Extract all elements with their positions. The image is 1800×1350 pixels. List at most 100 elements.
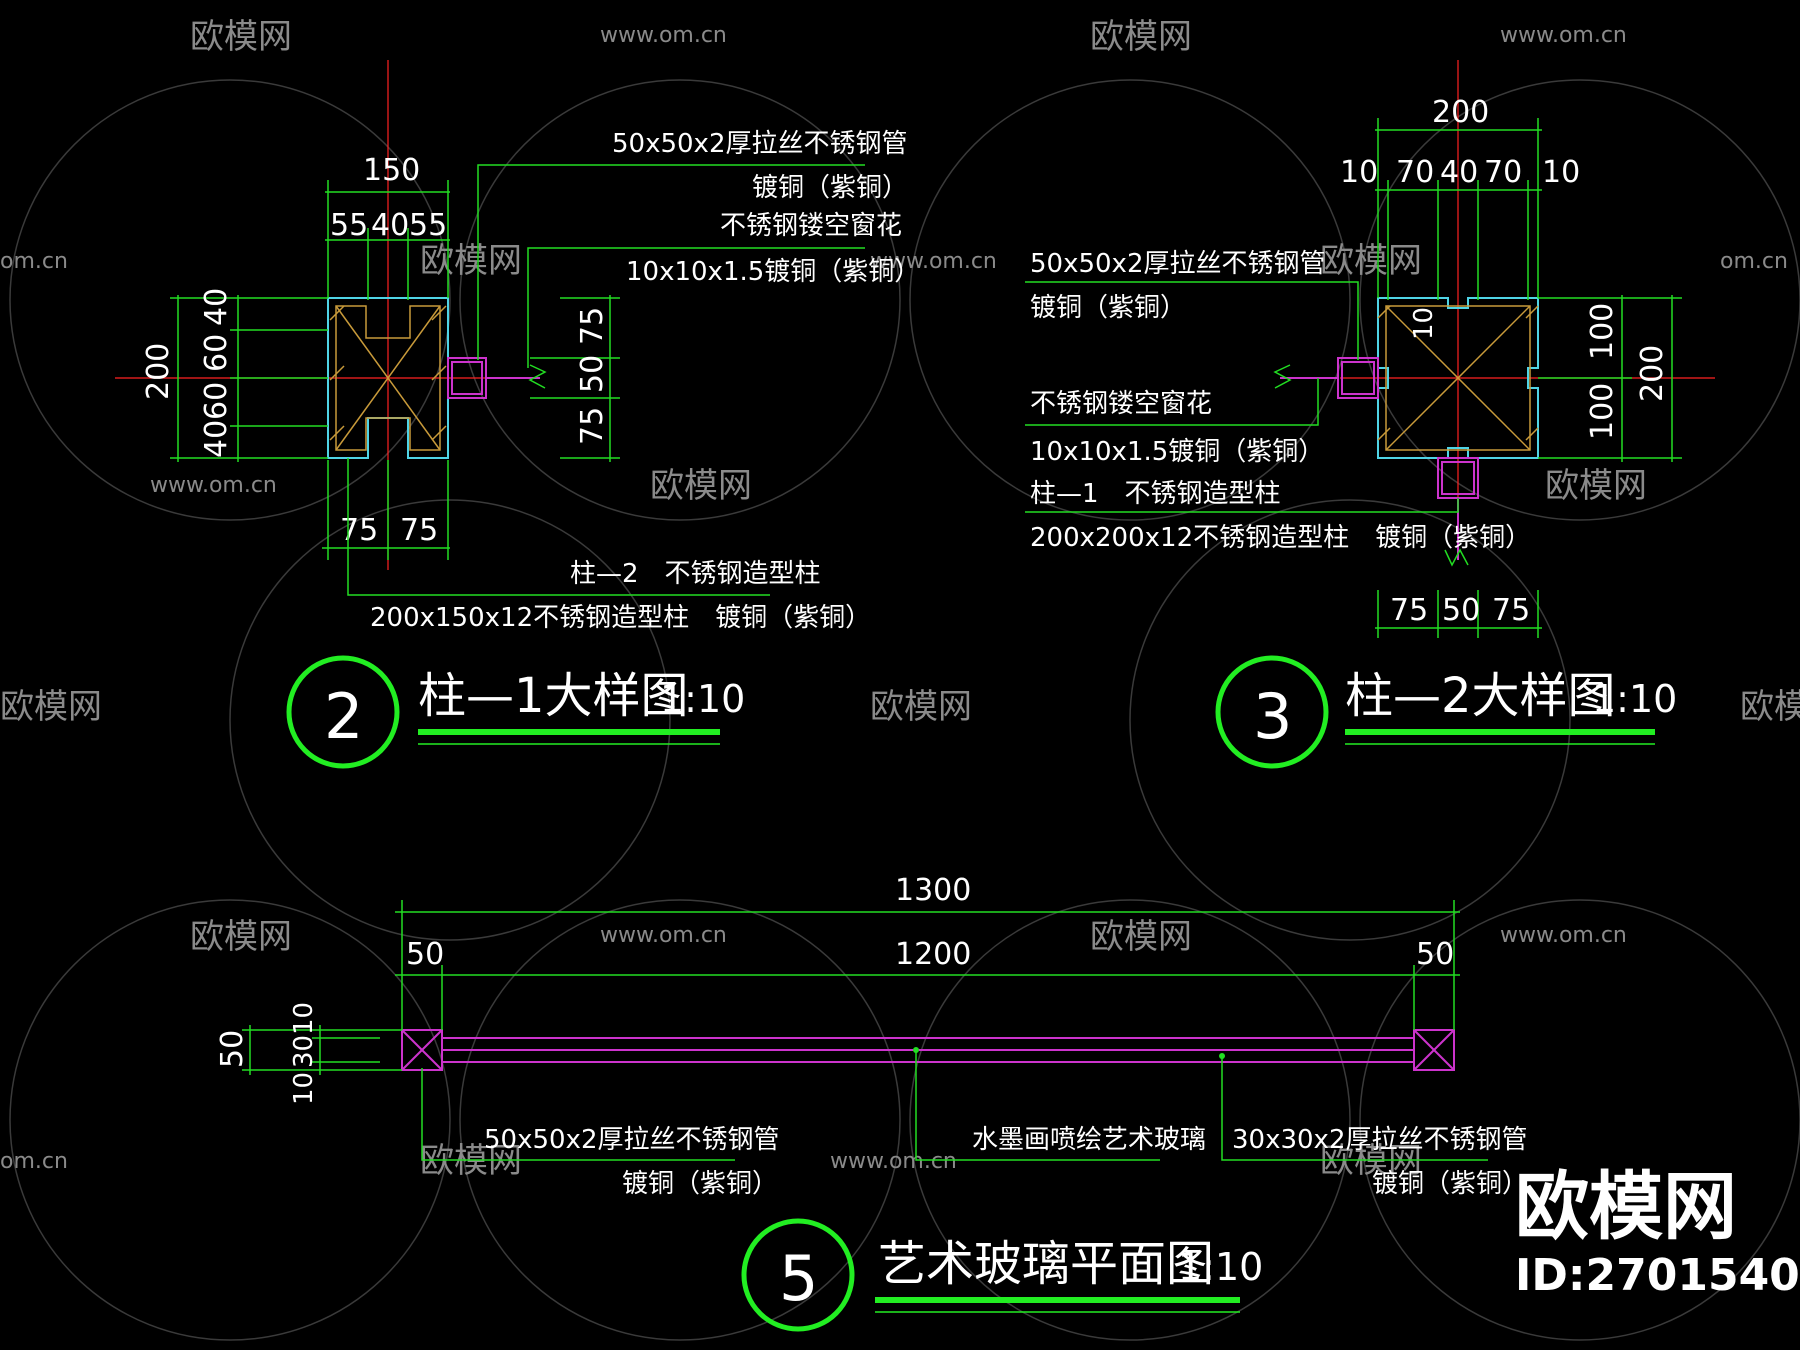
dim-left-b: 30 <box>289 1035 319 1068</box>
dim-left-b: 60 <box>199 334 234 372</box>
note1-line2: 镀铜（紫铜） <box>622 1169 778 1199</box>
column-outline <box>327 297 449 459</box>
note3-line1: 30x30x2厚拉丝不锈钢管 <box>1232 1125 1527 1155</box>
dim-bottom-c: 75 <box>1492 593 1530 628</box>
note3-line2: 200x200x12不锈钢造型柱 镀铜（紫铜） <box>1030 523 1531 553</box>
watermark-logo: 欧模网 <box>870 687 972 727</box>
watermark-url: www.om.cn <box>600 923 727 948</box>
dim-top-mid: 1200 <box>895 937 971 972</box>
watermark-logo: 欧模网 <box>190 917 292 957</box>
dim-top-total: 200 <box>1432 95 1489 130</box>
watermark-logo: 欧模网 <box>650 466 752 506</box>
note3-line2: 200x150x12不锈钢造型柱 镀铜（紫铜） <box>370 603 871 633</box>
note2-line2: 10x10x1.5镀铜（紫铜） <box>1030 437 1324 467</box>
watermark-logo: 欧模网 <box>420 1141 522 1181</box>
dim-top-total: 150 <box>363 153 420 188</box>
dim-top-a: 10 <box>1340 155 1378 190</box>
dim-right-a: 100 <box>1585 303 1620 360</box>
note3-line1: 柱—2 不锈钢造型柱 <box>570 559 821 589</box>
detail-number-circle <box>1215 655 1329 769</box>
detail-3: 200 10 70 40 70 10 10 100 100 200 75 50 … <box>1025 60 1715 769</box>
watermark-logo: 欧模网 <box>0 687 102 727</box>
detail-title: 柱—1大样图 <box>418 668 689 724</box>
dim-left-total: 50 <box>215 1030 250 1068</box>
note1-line1: 50x50x2厚拉丝不锈钢管 <box>1030 249 1325 279</box>
dim-bottom-a: 75 <box>1390 593 1428 628</box>
dim-top-total: 1300 <box>895 873 971 908</box>
dim-bottom-a: 75 <box>340 513 378 548</box>
note2: 水墨画喷绘艺术玻璃 <box>972 1125 1206 1155</box>
dim-left-d: 40 <box>199 420 234 458</box>
detail-scale: 1:10 <box>1592 677 1677 721</box>
watermark-logo: 欧模网 <box>1740 687 1800 727</box>
dim-top-a: 55 <box>330 208 368 243</box>
watermark-circles <box>9 79 1800 1341</box>
watermark-logo: 欧模网 <box>1090 917 1192 957</box>
leader-note1 <box>1025 281 1359 360</box>
dim-top-d: 70 <box>1484 155 1522 190</box>
branding: 欧模网 ID:2701540 <box>1515 1164 1800 1301</box>
watermark-url: www.om.cn <box>1500 923 1627 948</box>
dim-inner: 10 <box>1409 307 1439 340</box>
dim-top-left: 50 <box>406 937 444 972</box>
detail-scale: 1:10 <box>660 677 745 721</box>
dim-top-e: 10 <box>1542 155 1580 190</box>
detail-title: 艺术玻璃平面图 <box>878 1236 1214 1292</box>
note1-line2: 镀铜（紫铜） <box>1030 293 1186 323</box>
detail-5: 1300 50 1200 50 50 10 30 10 50x50x2厚拉丝不锈… <box>215 873 1528 1332</box>
detail-scale: 1:10 <box>1178 1245 1263 1289</box>
dim-left-c: 60 <box>199 382 234 420</box>
dim-left-a: 10 <box>289 1002 319 1035</box>
note1-line2: 镀铜（紫铜） <box>752 173 908 203</box>
watermark-url: om.cn <box>1720 249 1788 274</box>
dim-top-right: 50 <box>1416 937 1454 972</box>
note1-line1: 50x50x2厚拉丝不锈钢管 <box>484 1125 779 1155</box>
watermark-logo: 欧模网 <box>1320 1141 1422 1181</box>
dim-right-c: 75 <box>575 407 610 445</box>
detail-number: 5 <box>779 1242 818 1315</box>
brand-logo: 欧模网 <box>1515 1164 1737 1250</box>
detail-number: 3 <box>1253 680 1292 753</box>
dim-top-c: 55 <box>409 208 447 243</box>
note3-line1: 柱—1 不锈钢造型柱 <box>1030 479 1281 509</box>
note2-line1: 不锈钢镂空窗花 <box>720 211 902 241</box>
note3-line2: 镀铜（紫铜） <box>1372 1169 1528 1199</box>
watermark-url: om.cn <box>0 249 68 274</box>
dim-right-b: 100 <box>1585 383 1620 440</box>
dim-bottom-b: 75 <box>400 513 438 548</box>
watermark-logo: 欧模网 <box>420 241 522 281</box>
dim-top-b: 70 <box>1396 155 1434 190</box>
detail-title: 柱—2大样图 <box>1345 668 1616 724</box>
dim-bottom-b: 50 <box>1442 593 1480 628</box>
note2-line1: 不锈钢镂空窗花 <box>1030 389 1212 419</box>
dim-right-a: 75 <box>575 307 610 345</box>
detail-number: 2 <box>324 680 363 753</box>
watermark-logo: 欧模网 <box>190 17 292 57</box>
brand-id: ID:2701540 <box>1515 1250 1800 1301</box>
watermark-logo: 欧模网 <box>1090 17 1192 57</box>
dim-right-total: 200 <box>1635 345 1670 402</box>
watermark-url: www.om.cn <box>150 473 277 498</box>
watermark-url: www.om.cn <box>830 1149 957 1174</box>
leader-note2 <box>915 1050 1160 1161</box>
detail-number-circle <box>741 1218 855 1332</box>
note1-line1: 50x50x2厚拉丝不锈钢管 <box>612 129 907 159</box>
watermark-url: www.om.cn <box>1500 23 1627 48</box>
dim-right-b: 50 <box>575 355 610 393</box>
watermark-url: om.cn <box>0 1149 68 1174</box>
watermark-logo: 欧模网 <box>1545 466 1647 506</box>
leader-note1 <box>421 1068 735 1161</box>
note2-line2: 10x10x1.5镀铜（紫铜） <box>626 257 920 287</box>
dim-left-a: 40 <box>199 288 234 326</box>
detail-number-circle <box>286 655 400 769</box>
dim-top-c: 40 <box>1440 155 1478 190</box>
dim-left-total: 200 <box>141 343 176 400</box>
watermarks: 欧模网 www.om.cn 欧模网 www.om.cn om.cn 欧模网 ww… <box>0 17 1800 1181</box>
watermark-url: www.om.cn <box>600 23 727 48</box>
dim-left-c: 10 <box>289 1072 319 1105</box>
watermark-url: www.om.cn <box>870 249 997 274</box>
dim-top-b: 40 <box>371 208 409 243</box>
leader-note1 <box>477 164 865 360</box>
